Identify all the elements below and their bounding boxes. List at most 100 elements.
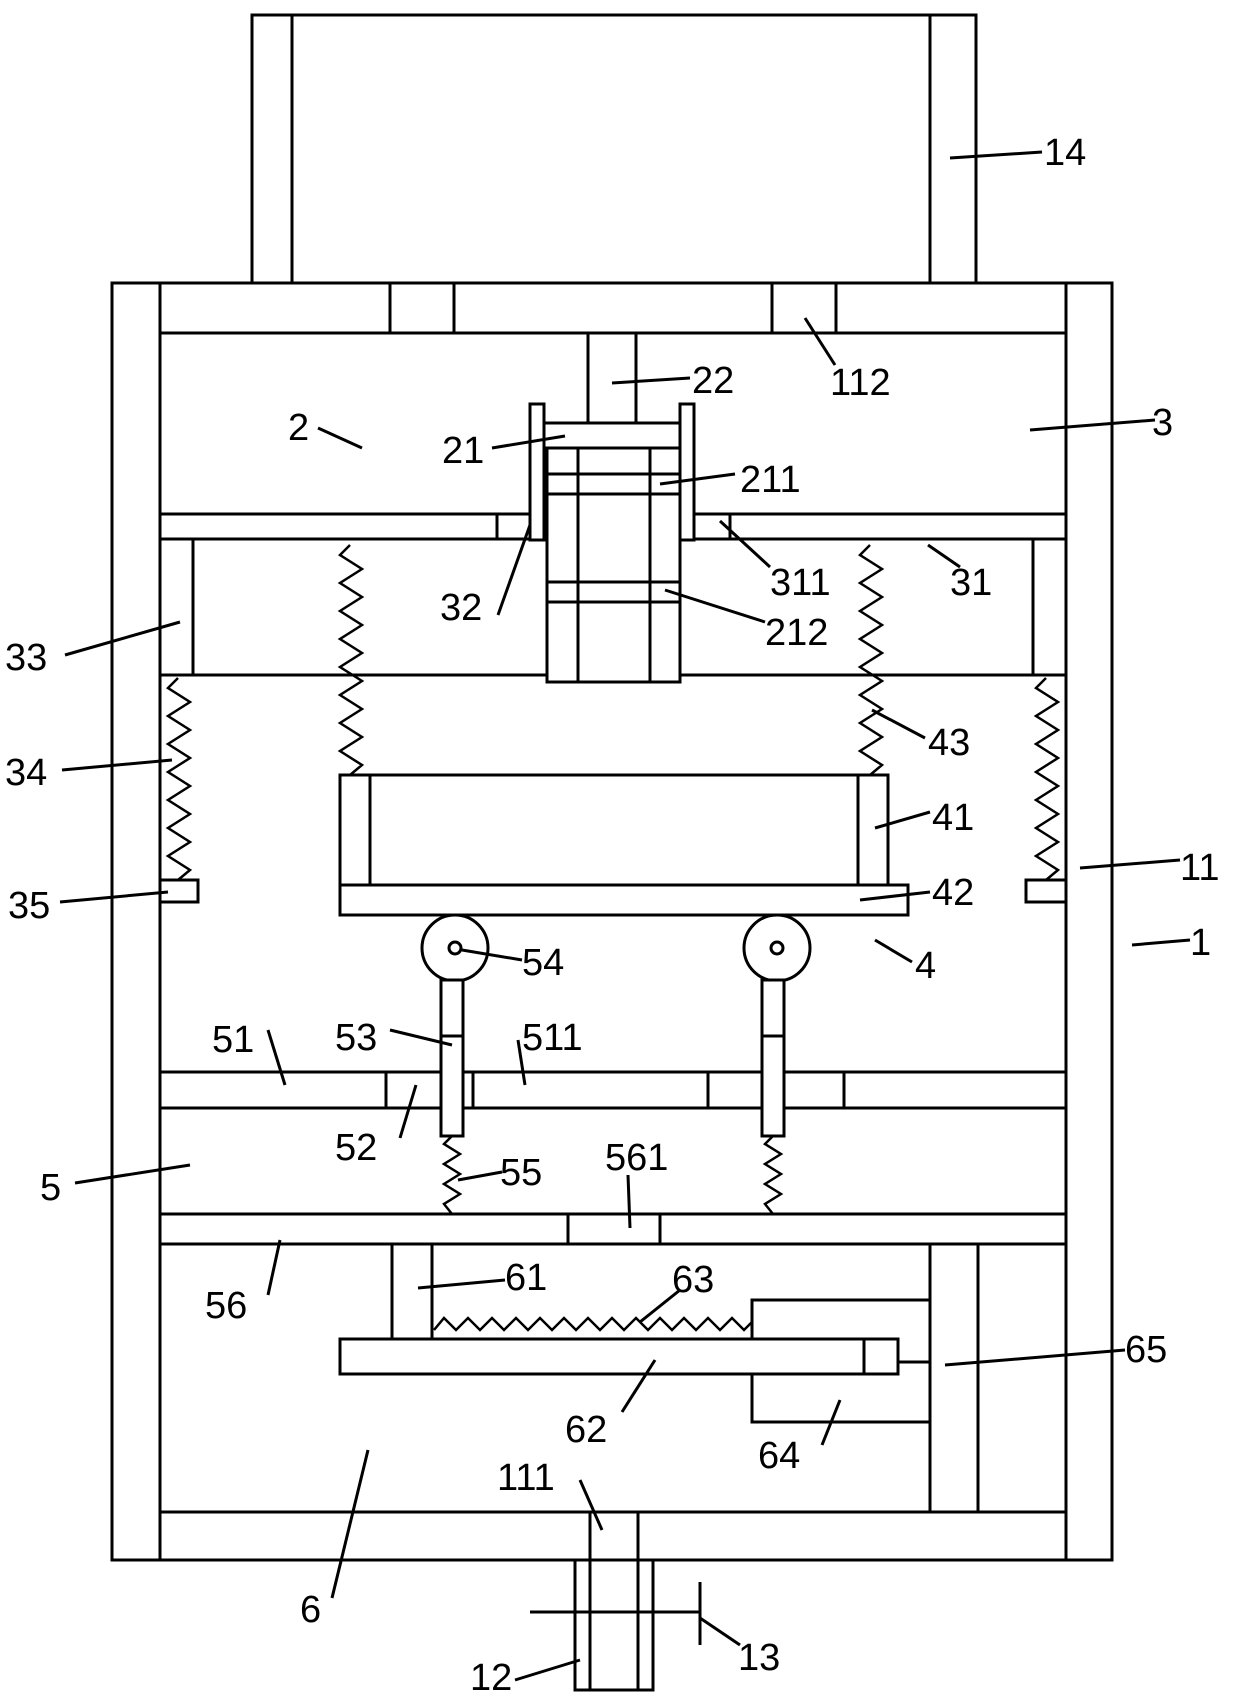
label-54: 54 [522,942,564,984]
label-32: 32 [440,587,482,629]
leader-63 [639,1288,681,1324]
leader-561 [626,1174,632,1229]
label-511: 511 [522,1017,583,1059]
leader-511 [516,1039,527,1086]
leader-22 [611,376,691,385]
leader-54 [461,948,523,962]
leader-32 [496,524,532,616]
shaft-22 [586,331,638,425]
label-3: 3 [1152,402,1173,444]
column-65 [928,1242,980,1514]
press-21-core [576,446,652,684]
guide-right-b [782,1070,846,1110]
label-311: 311 [770,562,831,604]
spring-43-left [337,544,365,776]
leader-35 [59,890,169,904]
label-211: 211 [740,459,801,501]
leader-111 [578,1479,604,1531]
leader-12 [514,1658,581,1682]
label-42: 42 [932,872,974,914]
label-31: 31 [950,562,992,604]
label-12: 12 [470,1657,512,1696]
label-56: 56 [205,1285,247,1327]
press-21 [528,402,696,684]
label-64: 64 [758,1435,800,1477]
label-212: 212 [765,612,828,654]
leader-112 [803,317,837,366]
label-4: 4 [915,945,936,987]
label-111: 111 [497,1457,555,1499]
label-14: 14 [1044,132,1086,174]
spring-43-right [857,544,885,776]
numeral-labels: 14 112 22 3 2 21 211 32 311 31 33 212 43… [5,132,1219,1699]
leader-31 [927,543,961,569]
leader-43 [871,708,926,740]
label-63: 63 [672,1259,714,1301]
leader-64 [820,1399,842,1446]
label-2: 2 [288,407,309,449]
top-inlet-112 [770,281,838,335]
leader-51 [266,1029,287,1086]
leader-5 [74,1163,191,1185]
label-51: 51 [212,1019,254,1061]
leader-33 [64,620,181,657]
block-33-left [158,537,195,677]
leader-11 [1079,858,1181,870]
tray-41-frame [338,773,890,887]
leader-42 [859,890,931,902]
label-62: 62 [565,1409,607,1451]
leader-34 [61,758,173,772]
label-11: 11 [1180,847,1219,889]
leader-311 [718,519,772,569]
rod-53-right-front [760,1034,786,1138]
label-61: 61 [505,1257,547,1299]
leader-52 [398,1084,418,1139]
lower-assembly [338,1242,980,1514]
leader-53 [389,1028,453,1047]
spring-34-left [165,677,193,881]
leader-13 [699,1616,741,1647]
label-22: 22 [692,360,734,402]
plate-56 [158,1212,1068,1246]
leader-62 [620,1359,657,1413]
label-34: 34 [5,752,47,794]
label-65: 65 [1125,1329,1167,1371]
plate-62 [338,1337,900,1376]
plate-51 [160,1034,1066,1138]
label-43: 43 [928,722,970,764]
stop-35-left [158,878,200,904]
leader-41 [874,810,931,830]
rod-53-left-front [439,1034,465,1138]
leader-3 [1029,418,1156,432]
label-1: 1 [1190,922,1211,964]
leader-212 [664,588,766,624]
leader-6 [330,1449,370,1599]
leader-65 [944,1348,1126,1367]
spring-63 [433,1316,753,1332]
press-21-right-arm [678,402,696,542]
wheel-54-right-hub [769,940,785,956]
leader-61 [417,1278,506,1290]
post-61 [390,1242,434,1341]
press-21-left-arm [528,402,546,542]
spring-34-right [1033,677,1061,881]
leader-21 [491,434,566,450]
label-53: 53 [335,1017,377,1059]
label-41: 41 [932,797,974,839]
hopper-14 [250,13,978,285]
block-33-right [1031,537,1068,677]
label-13: 13 [738,1637,780,1679]
spring-55-left [441,1135,463,1215]
leader-14 [949,150,1043,160]
spring-55-right [762,1135,784,1215]
leader-55 [457,1170,503,1182]
leader-56 [266,1239,282,1296]
label-21: 21 [442,430,484,472]
leader-1 [1131,938,1191,947]
label-52: 52 [335,1127,377,1169]
label-112: 112 [830,362,891,404]
hopper-outer [250,13,978,285]
bracket-64 [750,1374,930,1424]
guide-right-a [706,1070,764,1110]
